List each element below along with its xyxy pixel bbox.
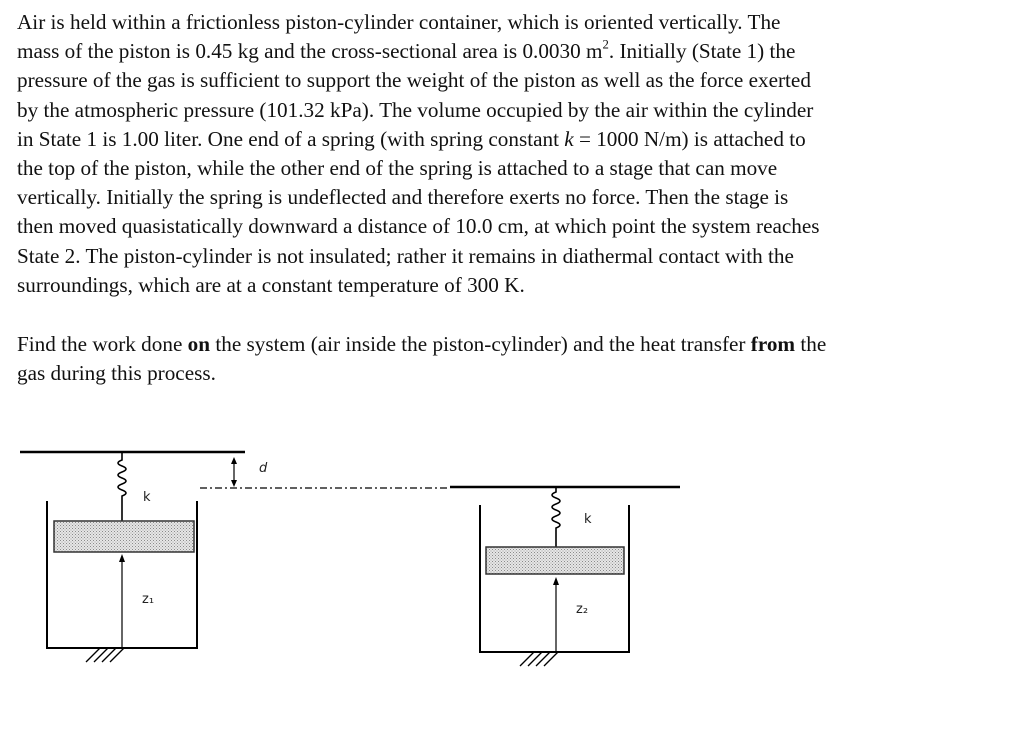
figure-diagram: k z₁ d k [20, 450, 680, 667]
text-line: by the atmospheric pressure (101.32 kPa)… [17, 96, 1012, 125]
text-segment: State 2. The piston-cylinder is not insu… [17, 243, 794, 268]
text-line: the top of the piston, while the other e… [17, 154, 1012, 183]
spring-label-2: k [584, 512, 592, 527]
piston-cylinder-figure: k z₁ d k [0, 420, 1024, 737]
text-segment: surroundings, which are at a constant te… [17, 272, 525, 297]
question-paragraph: Find the work done on the system (air in… [17, 330, 1012, 388]
text-segment: the top of the piston, while the other e… [17, 156, 778, 181]
text-segment: by the atmospheric pressure (101.32 kPa)… [17, 97, 814, 122]
text-segment: then moved quasistatically downward a di… [17, 214, 820, 239]
text-segment: the [795, 332, 827, 356]
text-segment: gas during this process. [17, 361, 216, 386]
displacement-label: d [259, 461, 268, 476]
spring-1 [117, 452, 127, 521]
height-label-2: z₂ [576, 602, 588, 617]
text-segment: Find the work done [17, 332, 188, 356]
spring-2 [551, 487, 561, 547]
text-line: mass of the piston is 0.45 kg and the cr… [17, 37, 1012, 66]
text-segment: mass of the piston is 0.45 kg and the cr… [17, 39, 603, 64]
text-line: Air is held within a frictionless piston… [17, 8, 1012, 37]
text-line: vertically. Initially the spring is unde… [17, 183, 1012, 212]
text-segment: from [750, 332, 796, 356]
ground-hatch-1 [85, 647, 125, 663]
displacement-indicator: d [200, 457, 450, 489]
text-line: in State 1 is 1.00 liter. One end of a s… [17, 125, 1012, 154]
text-segment: . Initially (State 1) the [608, 39, 796, 64]
text-line: surroundings, which are at a constant te… [17, 271, 1012, 300]
text-line: gas during this process. [17, 359, 1012, 388]
state-1-diagram: k z₁ [20, 450, 245, 663]
text-segment: on [187, 332, 211, 356]
state-2-diagram: k z₂ [450, 485, 680, 667]
piston-2 [485, 546, 625, 575]
text-line: Find the work done on the system (air in… [17, 330, 1012, 359]
text-segment: Air is held within a frictionless piston… [17, 10, 781, 34]
text-line: State 2. The piston-cylinder is not insu… [17, 242, 1012, 271]
text-segment: the system (air inside the piston-cylind… [210, 332, 751, 356]
text-line: pressure of the gas is sufficient to sup… [17, 66, 1012, 95]
spring-label-1: k [143, 490, 151, 505]
text-segment: k [564, 126, 574, 151]
text-segment: = 1000 N/m) is attached to [573, 126, 806, 151]
text-segment: pressure of the gas is sufficient to sup… [17, 68, 811, 93]
text-segment: in State 1 is 1.00 liter. One end of a s… [17, 126, 565, 151]
text-line: then moved quasistatically downward a di… [17, 212, 1012, 241]
problem-paragraph: Air is held within a frictionless piston… [17, 8, 1012, 300]
ground-hatch-2 [519, 651, 559, 667]
cylinder-2 [479, 505, 630, 653]
text-segment: 2 [602, 37, 609, 52]
height-label-1: z₁ [142, 592, 154, 607]
piston-1 [53, 520, 195, 553]
text-segment: vertically. Initially the spring is unde… [17, 185, 789, 210]
